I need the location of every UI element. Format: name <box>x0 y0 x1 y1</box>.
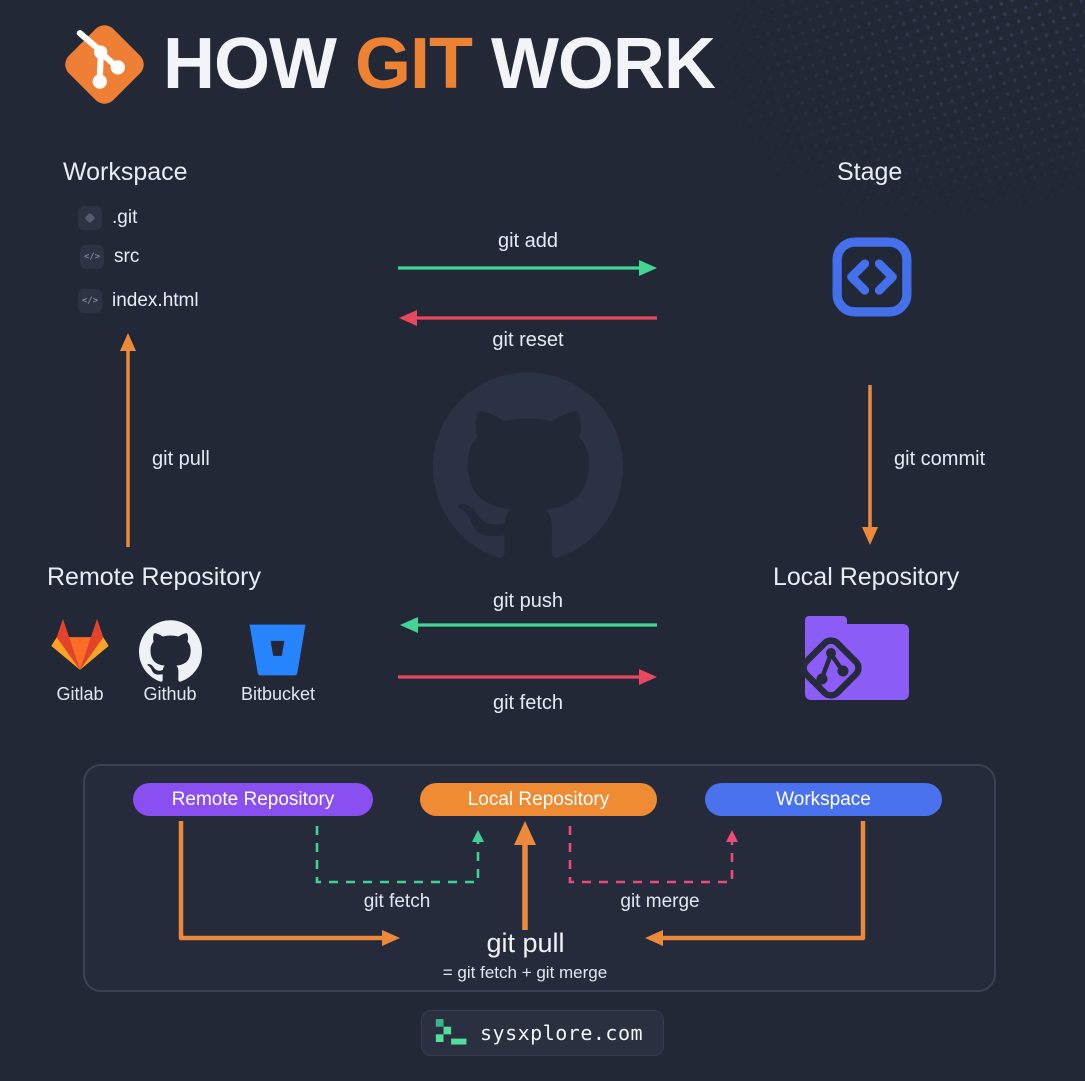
code-folder-icon: </> <box>80 245 104 269</box>
page-title: HOW GIT WORK <box>163 14 716 114</box>
provider-label-bitbucket: Bitbucket <box>240 684 316 704</box>
git-fetch-label: git fetch <box>492 692 564 714</box>
code-file-icon: </> <box>78 289 102 313</box>
git-add-label: git add <box>497 230 559 252</box>
github-octocat-watermark <box>433 372 623 558</box>
github-icon <box>139 620 202 682</box>
gitlab-icon <box>51 618 109 670</box>
title-work: WORK <box>471 24 716 104</box>
pill-remote-repository: Remote Repository <box>133 783 373 816</box>
pill-local-repository: Local Repository <box>420 783 657 816</box>
git-push-label: git push <box>492 590 564 612</box>
workspace-heading: Workspace <box>63 158 188 186</box>
panel-git-fetch-label: git fetch <box>363 891 431 912</box>
panel-git-pull-equation: = git fetch + git merge <box>442 963 608 982</box>
file-name: src <box>114 246 140 267</box>
git-folder-icon <box>78 206 102 230</box>
stage-heading: Stage <box>837 158 903 186</box>
terminal-prompt-icon <box>435 1018 467 1045</box>
git-logo-icon <box>65 25 144 104</box>
git-folder-purple-icon <box>800 616 909 700</box>
file-name: index.html <box>112 290 199 311</box>
pill-workspace: Workspace <box>705 783 942 816</box>
code-brackets-icon <box>832 237 912 317</box>
title-how: HOW <box>163 24 355 104</box>
title-git: GIT <box>354 24 473 104</box>
file-name: .git <box>112 207 138 228</box>
remote-repository-heading: Remote Repository <box>47 563 261 591</box>
footer-site-label: sysxplore.com <box>480 1021 644 1045</box>
panel-git-pull-label: git pull <box>486 928 565 958</box>
git-commit-label: git commit <box>894 448 986 470</box>
provider-label-github: Github <box>143 684 197 704</box>
sysxplore-badge: sysxplore.com <box>421 1010 664 1056</box>
panel-git-merge-label: git merge <box>620 891 700 912</box>
git-pull-label: git pull <box>152 448 210 470</box>
file-item-src: </> src <box>80 245 139 269</box>
provider-label-gitlab: Gitlab <box>56 684 104 704</box>
file-item-git: .git <box>78 206 137 230</box>
file-item-index: </> index.html <box>78 289 199 313</box>
local-repository-heading: Local Repository <box>773 563 960 591</box>
git-reset-label: git reset <box>492 329 564 351</box>
bitbucket-icon <box>249 624 306 676</box>
